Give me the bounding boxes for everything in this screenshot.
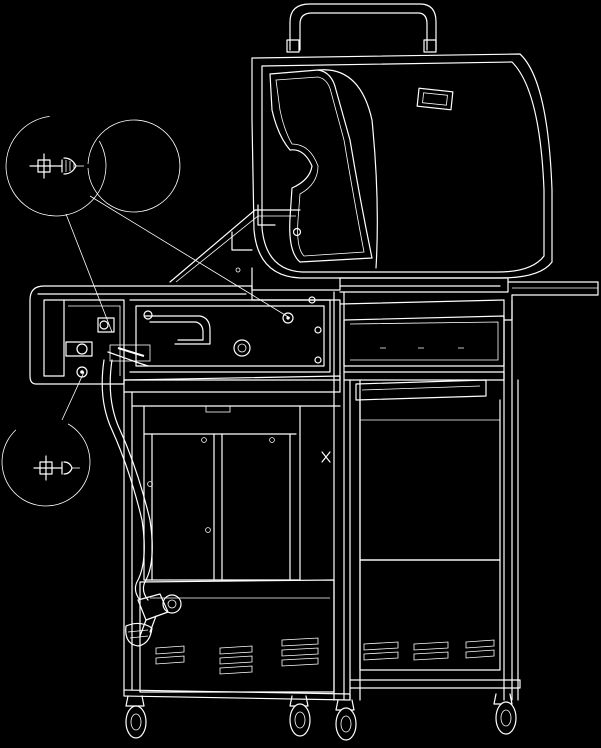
screw-with-washer-icon bbox=[33, 455, 80, 481]
vent-slots-right bbox=[363, 639, 495, 661]
caster-wheel-rear-middle bbox=[335, 699, 357, 741]
screw-with-washer-icon bbox=[29, 153, 84, 179]
vent-slots-left bbox=[155, 637, 319, 675]
side-burner-valve bbox=[97, 317, 115, 333]
wrench-icon bbox=[321, 451, 331, 463]
caster-wheel-front-left bbox=[125, 695, 147, 739]
callout-lower bbox=[1, 371, 91, 507]
grill-cart bbox=[123, 291, 521, 701]
callout-upper bbox=[5, 115, 291, 333]
gas-hose bbox=[101, 359, 153, 601]
tank-valve-knob-icon bbox=[125, 622, 153, 647]
caster-wheel-front-middle bbox=[289, 695, 311, 737]
lid-handle bbox=[289, 3, 437, 51]
caster-wheel-rear-right bbox=[493, 693, 517, 735]
grill-lid bbox=[251, 3, 553, 279]
firebox bbox=[169, 204, 599, 321]
thermometer bbox=[416, 87, 454, 111]
burner-knob-icon bbox=[233, 339, 251, 357]
propane-regulator bbox=[125, 593, 182, 647]
caster-wheels bbox=[125, 693, 517, 741]
control-panel bbox=[29, 285, 341, 407]
